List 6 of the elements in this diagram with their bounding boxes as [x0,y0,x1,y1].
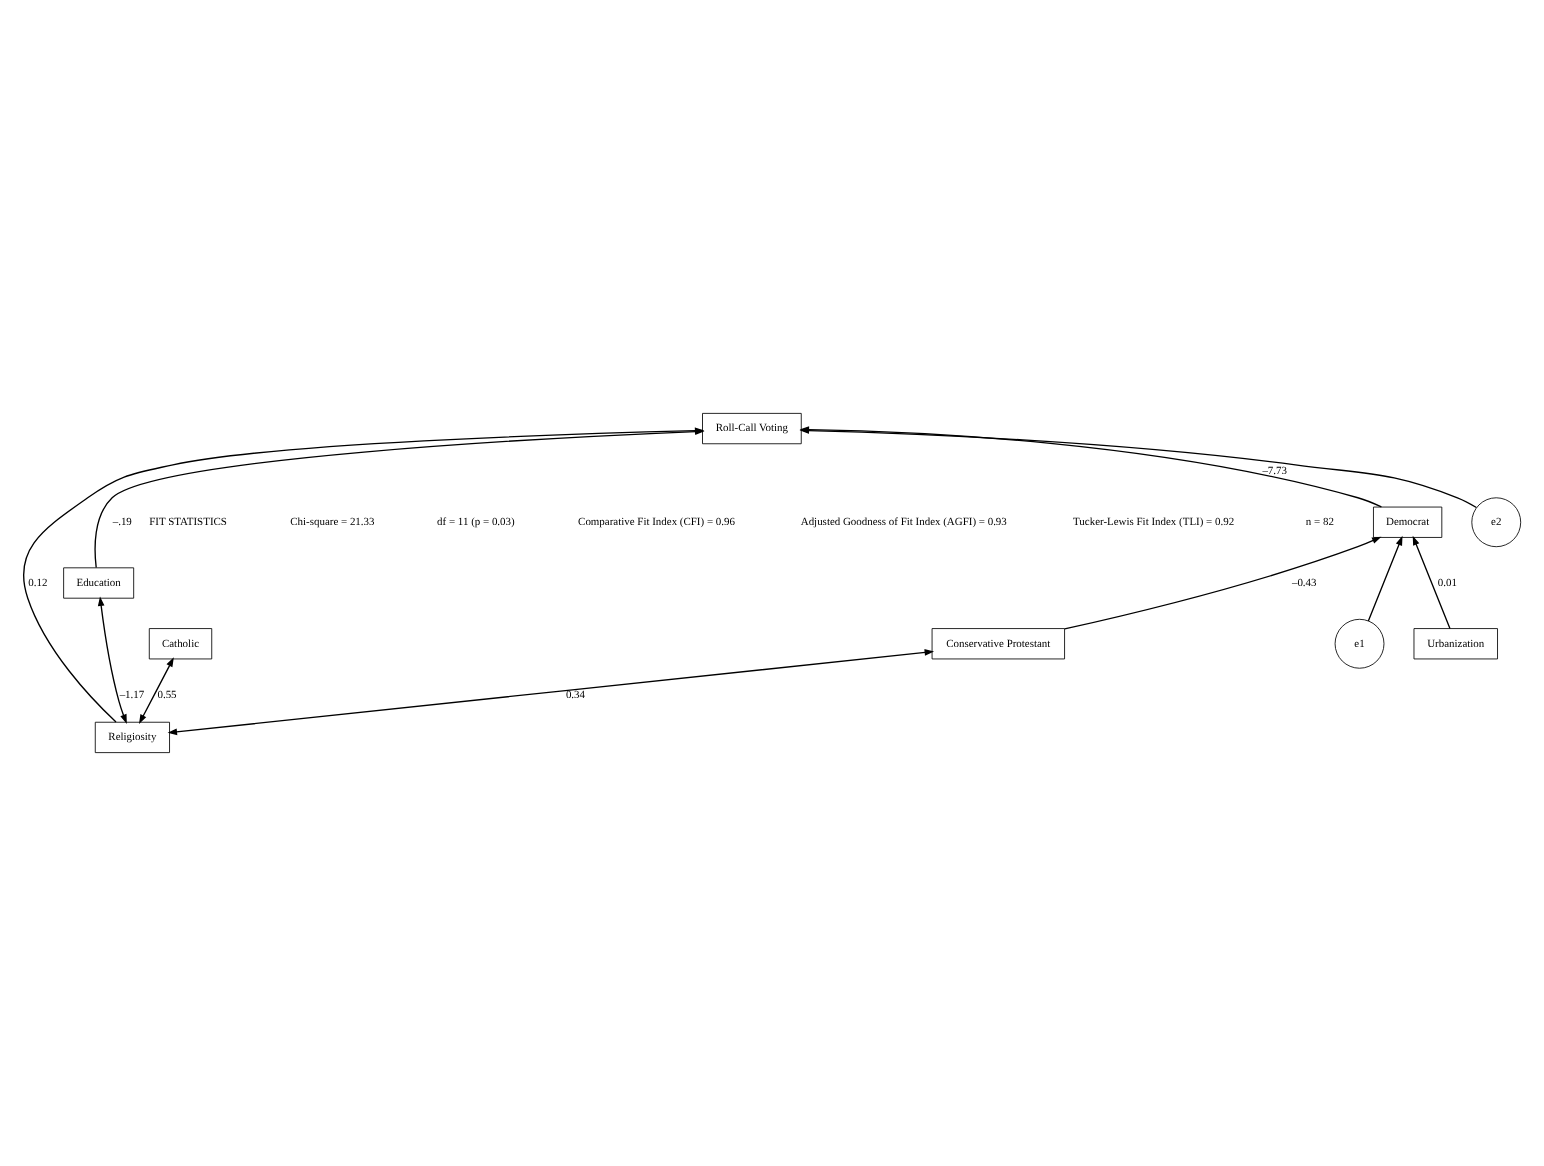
arrow [1064,536,1382,630]
arrow [139,657,174,725]
arrow [167,649,935,736]
arrow [97,596,127,724]
arrow [1367,535,1403,622]
arrow [1412,535,1451,630]
